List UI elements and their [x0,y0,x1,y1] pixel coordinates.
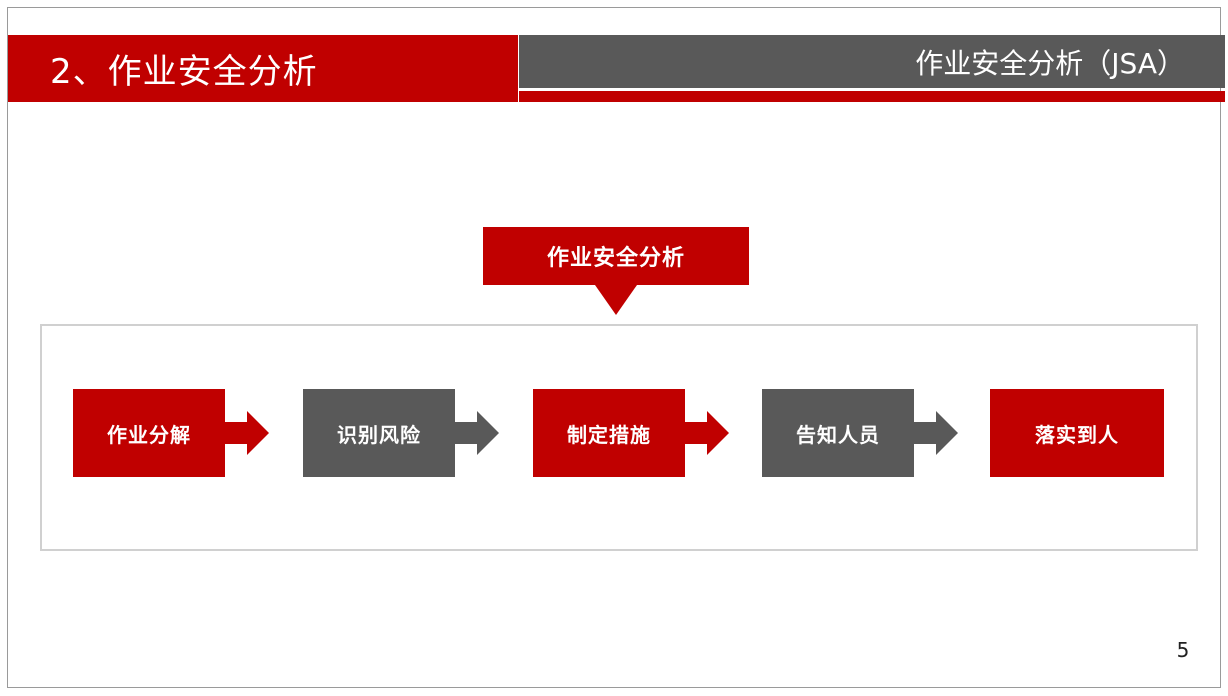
section-title: 2、作业安全分析 [8,35,518,102]
step-identify-risk: 识别风险 [303,389,455,477]
right-arrow-icon [685,411,729,455]
step-work-breakdown: 作业分解 [73,389,225,477]
step-assign-responsibility: 落实到人 [990,389,1164,477]
step-inform-personnel: 告知人员 [762,389,914,477]
slide-subtitle: 作业安全分析（JSA） [519,35,1225,88]
slide-frame [7,7,1221,688]
header-accent-line [519,91,1225,102]
process-frame [40,324,1198,551]
right-arrow-icon [455,411,499,455]
right-arrow-icon [914,411,958,455]
top-process-box: 作业安全分析 [483,227,749,285]
page-number: 5 [1176,638,1190,662]
down-arrow-icon [595,285,637,315]
right-arrow-icon [225,411,269,455]
step-define-measures: 制定措施 [533,389,685,477]
